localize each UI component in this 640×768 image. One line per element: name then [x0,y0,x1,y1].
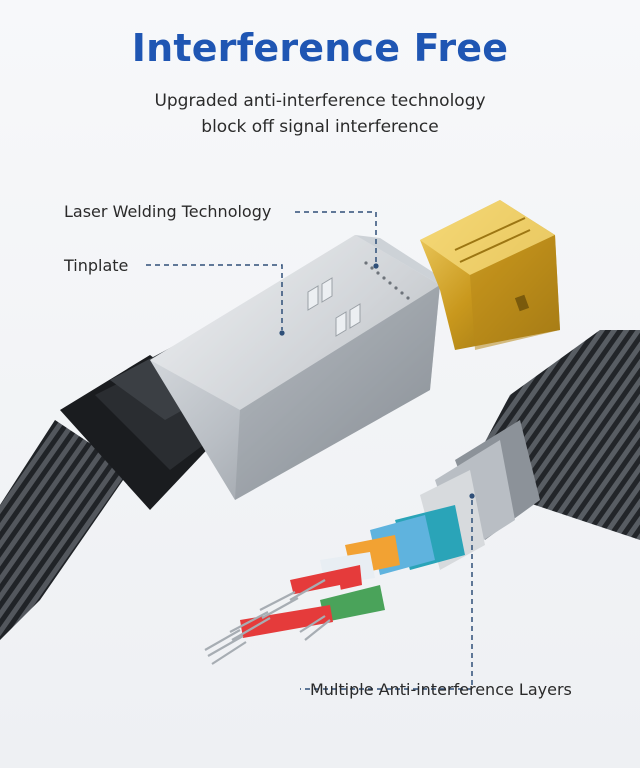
plug-housing [150,235,445,500]
layers-leader [300,500,473,690]
left-braided-cable [0,420,130,640]
laser-weld-dots [364,261,410,300]
laser-welding-leader [295,211,377,262]
callout-leader-lines [146,211,473,690]
page-subtitle: Upgraded anti-interference technology bl… [0,88,640,140]
housing-marks [307,277,361,337]
subtitle-line-2: block off signal interference [201,117,439,137]
page-title: Interference Free [131,26,509,70]
callout-laser-welding: Laser Welding Technology [64,202,272,221]
gold-usb-b-connector [420,200,560,350]
leader-end-dots [279,263,475,499]
tinplate-leader [146,264,283,330]
callout-layers: Multiple Anti-interference Layers [310,680,572,699]
callout-tinplate: Tinplate [64,256,129,275]
inner-wires [240,505,465,638]
subtitle-line-1: Upgraded anti-interference technology [154,91,486,111]
stripped-strands [204,579,331,665]
